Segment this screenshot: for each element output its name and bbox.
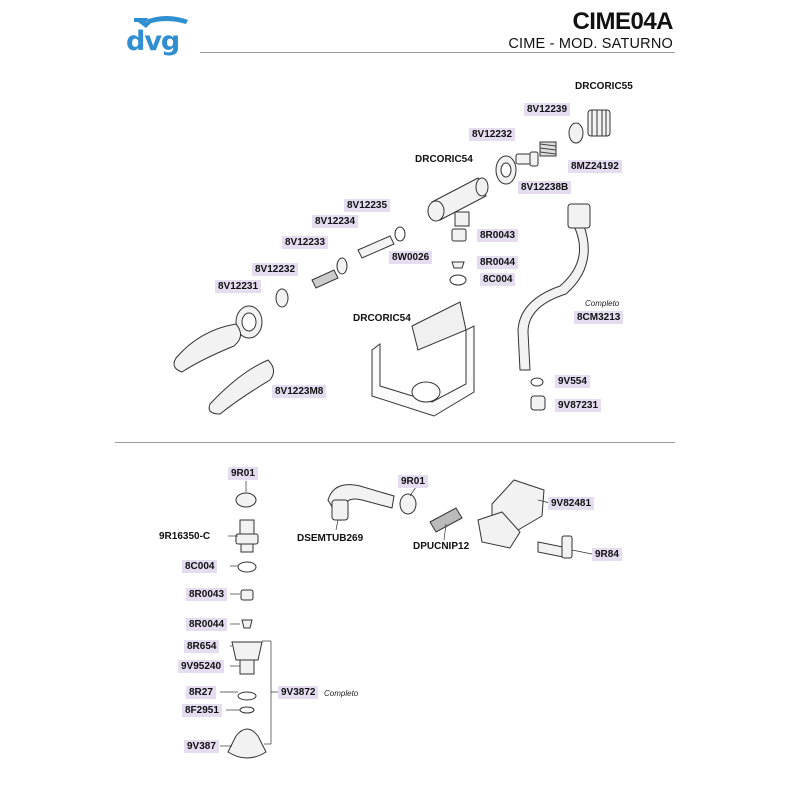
part-label-8r0044: 8R0044 [477, 256, 519, 269]
part-label-8c004-bottom: 8C004 [182, 560, 218, 573]
part-label-8v12232-left: 8V12232 [252, 263, 299, 276]
part-label-8v12239: 8V12239 [524, 103, 571, 116]
part-8r0044-bottom [241, 619, 253, 629]
part-dpucnip12 [429, 507, 463, 533]
part-9r01-right [399, 493, 417, 515]
part-8f2951 [239, 706, 255, 714]
part-8cm3213 [517, 225, 589, 371]
part-handle [173, 323, 241, 373]
part-label-8v12232: 8V12232 [469, 128, 516, 141]
dvg-logo-icon [134, 16, 188, 28]
part-label-8f2951: 8F2951 [182, 704, 222, 717]
part-9v87231 [530, 395, 546, 411]
part-label-8v12231: 8V12231 [215, 280, 262, 293]
part-label-8mz24192: 8MZ24192 [568, 160, 622, 173]
part-label-9v3872: 9V3872 [278, 686, 319, 699]
part-label-8c004: 8C004 [480, 273, 516, 286]
part-label-dpucnip12: DPUCNIP12 [413, 541, 470, 552]
page-title: CIME04A [572, 8, 673, 35]
part-9r01-left [235, 492, 257, 508]
part-9v554 [530, 377, 544, 387]
part-label-dsemtub269: DSEMTUB269 [297, 533, 364, 544]
part-label-8v12235: 8V12235 [344, 199, 391, 212]
part-label-8v12233: 8V12233 [282, 236, 329, 249]
part-label-9v554: 9V554 [555, 375, 590, 388]
part-label-9v82481: 9V82481 [548, 497, 595, 510]
part-8v12235 [357, 235, 395, 259]
part-8v12231 [235, 305, 263, 339]
part-8mz24192 [568, 122, 584, 144]
part-8c004-bottom [237, 561, 257, 573]
part-label-8v12234: 8V12234 [312, 215, 359, 228]
part-label-9v87231: 9V87231 [555, 399, 602, 412]
part-label-drcoric55: DRCORIC55 [575, 81, 633, 92]
part-label-8r0043-bottom: 8R0043 [186, 588, 228, 601]
part-8c004-top [449, 274, 467, 286]
part-pipe-nut [567, 203, 591, 229]
page-subtitle: CIME - MOD. SATURNO [508, 36, 673, 52]
part-label-8r654: 8R654 [184, 640, 220, 653]
part-label-drcoric54-bracket: DRCORIC54 [353, 313, 411, 324]
part-8v12239 [539, 141, 557, 157]
part-8v12232-upper [495, 155, 517, 185]
part-label-8w0026: 8W0026 [389, 251, 433, 264]
complete-note-pipe: Completo [585, 299, 620, 308]
part-8v12232-left [275, 288, 289, 308]
part-8r27 [237, 691, 257, 701]
part-8v1223m8 [208, 359, 274, 415]
part-label-9r84: 9R84 [592, 548, 622, 561]
part-drcoric55 [587, 109, 611, 137]
part-drcoric54-body [427, 177, 489, 227]
section-divider [115, 442, 675, 443]
part-9r16350-c [235, 519, 259, 553]
part-9v387 [227, 728, 267, 759]
part-label-8v1223m8: 8V1223M8 [272, 385, 327, 398]
part-8r0043-bottom [240, 589, 254, 601]
part-label-drcoric54: DRCORIC54 [415, 154, 473, 165]
part-8v12233 [311, 269, 339, 289]
part-label-9r16350-c: 9R16350-C [159, 531, 211, 542]
brand-logo-text: dvg [126, 26, 180, 57]
part-8r0043-top [451, 228, 467, 242]
part-8r654 [231, 641, 263, 675]
header-divider [200, 52, 675, 53]
part-label-8v12238b: 8V12238B [518, 181, 572, 194]
part-8w0026 [394, 226, 406, 242]
part-label-9r01-right: 9R01 [398, 475, 428, 488]
part-8v12238b [515, 151, 539, 167]
part-drcoric54-bracket [371, 301, 475, 417]
part-8v12234 [336, 257, 348, 275]
part-8r0044-top [451, 261, 465, 269]
part-label-8cm3213: 8CM3213 [574, 311, 624, 324]
part-9r84 [537, 535, 573, 559]
part-label-8r27: 8R27 [186, 686, 216, 699]
part-label-9r01-left: 9R01 [228, 467, 258, 480]
part-9v82481 [477, 479, 545, 549]
part-label-8r0043: 8R0043 [477, 229, 519, 242]
part-label-8r0044-bottom: 8R0044 [186, 618, 228, 631]
part-label-9v387: 9V387 [184, 740, 219, 753]
complete-note-assembly: Completo [324, 689, 359, 698]
part-label-9v95240: 9V95240 [178, 660, 225, 673]
